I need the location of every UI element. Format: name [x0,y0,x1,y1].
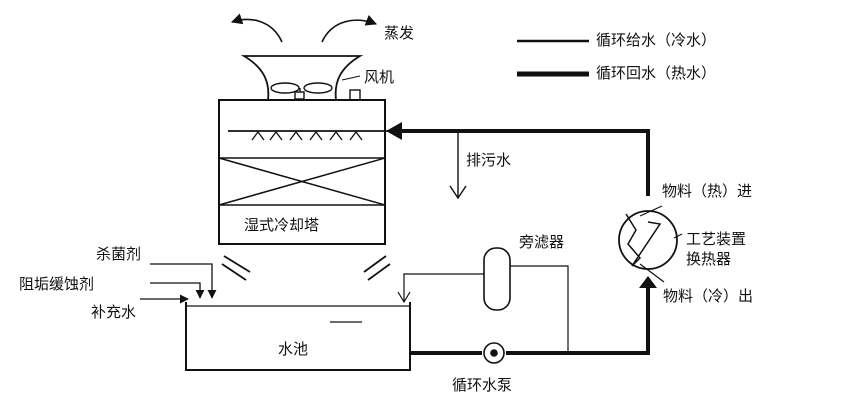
basin-label: 水池 [278,340,309,358]
tower-label: 湿式冷却塔 [244,216,320,234]
pump [483,342,505,364]
return-arrow-head [639,276,657,288]
air-inlet-louvers [221,255,391,281]
heat-exchanger-label-1: 工艺装置 [686,230,747,248]
fan-leader-line [341,75,361,81]
fan-label: 风机 [364,68,395,86]
material-out-label: 物料（冷）出 [663,287,754,305]
side-filter-piping [397,265,569,353]
dosing-lines [140,263,217,304]
legend-label-return: 循环回水（热水） [596,64,717,82]
tower-body [218,99,386,245]
scale-inhibitor-label: 阻垢缓蚀剂 [19,275,95,293]
fill-section [218,157,386,206]
side-filter [483,247,511,311]
bactericide-label: 杀菌剂 [96,245,142,263]
side-filter-label: 旁滤器 [519,233,565,251]
blowdown-label: 排污水 [466,151,512,169]
legend-label-supply: 循环给水（冷水） [596,31,717,49]
pump-label: 循环水泵 [452,376,513,394]
basin [185,302,411,371]
heat-exchanger [618,210,678,270]
material-in-label: 物料（热）进 [662,182,753,200]
evaporation-label: 蒸发 [384,24,415,42]
supply-arrow-head [386,122,402,140]
evaporation-arrows [230,13,378,43]
spray-nozzles [251,130,363,141]
supply-water-line [400,129,650,196]
makeup-water-label: 补充水 [91,303,137,321]
blowdown-line [449,131,467,200]
return-water-line [506,284,650,355]
heat-exchanger-label-2: 换热器 [686,250,732,268]
heat-exchanger-leaders [639,205,683,283]
